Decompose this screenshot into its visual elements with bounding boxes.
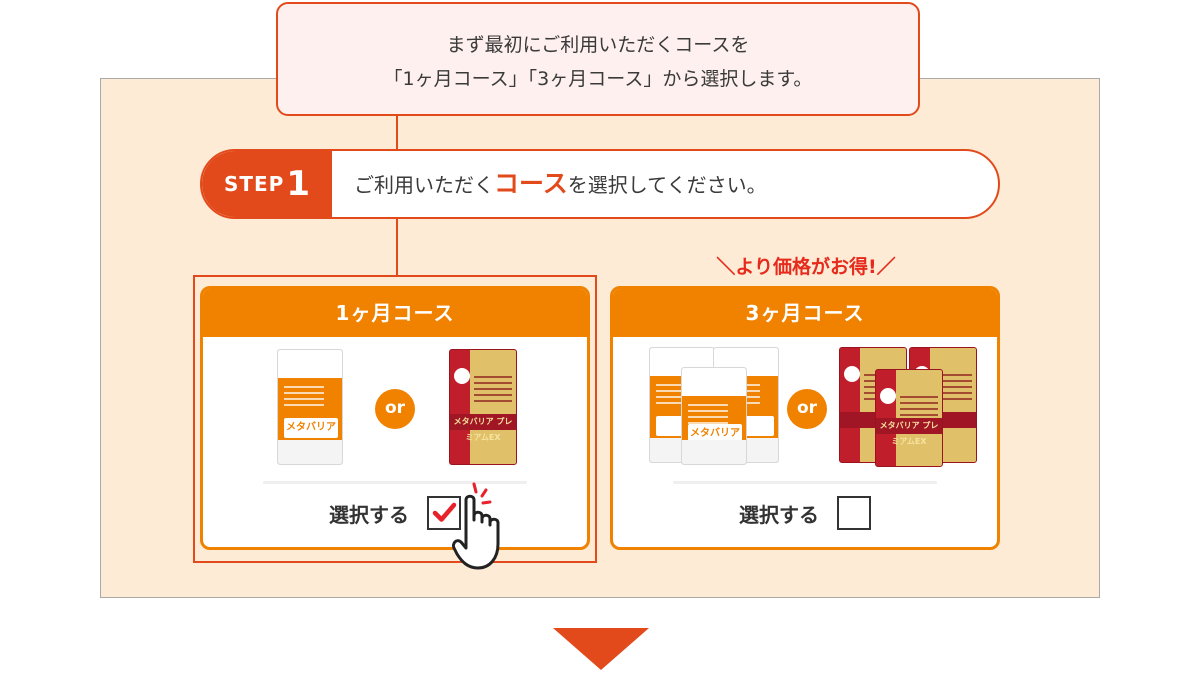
step-instruction: ご利用いただくコースを選択してください。 [354, 151, 767, 217]
course-3-month-checkbox[interactable] [837, 496, 871, 530]
product-package-premium-ex: メタバリア プレミアムEX [449, 349, 517, 465]
step-text-before: ご利用いただく [354, 173, 494, 197]
select-row: 選択する [613, 493, 997, 533]
product-package-metabarrier: メタバリア [681, 367, 747, 465]
course-card-1-month[interactable]: 1ヶ月コース メタバリア or メタバリア プレミアムEX 選択する [200, 286, 590, 550]
product-shadow [263, 481, 527, 484]
hand-pointer-icon [452, 482, 500, 570]
product-shadow [673, 481, 937, 484]
select-row: 選択する [203, 493, 587, 533]
product-label: メタバリア [286, 422, 336, 433]
step-text-after: を選択してください。 [567, 173, 767, 197]
selected-course-frame [193, 275, 597, 563]
step-number: 1 [286, 164, 311, 204]
course-card-title: 1ヶ月コース [203, 289, 587, 337]
or-badge: or [375, 389, 415, 429]
course-card-title: 3ヶ月コース [613, 289, 997, 337]
callout-line-2: 「1ヶ月コース」「3ヶ月コース」から選択します。 [383, 68, 813, 90]
course-1-month-checkbox[interactable] [427, 496, 461, 530]
checkmark-icon [432, 502, 457, 522]
down-arrow-icon [553, 628, 649, 670]
callout-line-1: まず最初にご利用いただくコースを [446, 34, 750, 56]
product-label: メタバリア [690, 428, 740, 439]
product-package-premium-ex: メタバリア プレミアムEX [875, 369, 943, 467]
step-word: STEP [223, 172, 285, 196]
product-images: メタバリア or メタバリア プレミアムEX [203, 337, 587, 484]
course-card-3-month[interactable]: 3ヶ月コース メタバリア or メタバリア プレミアムEX 選択する [610, 286, 1000, 550]
product-package-metabarrier: メタバリア [277, 349, 343, 465]
or-badge: or [787, 389, 827, 429]
product-label: メタバリア プレミアムEX [879, 421, 939, 446]
step-text-accent: コース [494, 169, 568, 198]
product-images: メタバリア or メタバリア プレミアムEX [613, 337, 997, 484]
product-label: メタバリア プレミアムEX [453, 417, 513, 442]
promo-better-price: ＼より価格がお得!／ [716, 256, 896, 278]
instruction-callout: まず最初にご利用いただくコースを 「1ヶ月コース」「3ヶ月コース」から選択します… [276, 2, 920, 116]
select-label: 選択する [329, 502, 409, 527]
select-label: 選択する [739, 502, 819, 527]
